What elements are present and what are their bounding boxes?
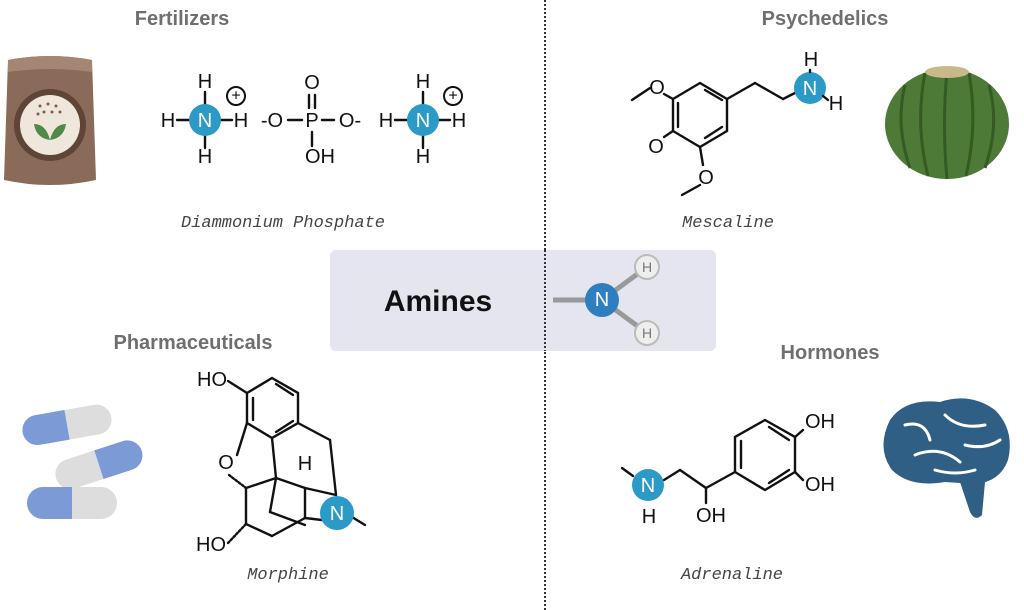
fertilizers-title: Fertilizers [135,8,229,30]
atom-label: H [829,93,843,115]
brain-icon [883,398,1010,518]
atom-label: OH [696,505,726,527]
atom-label: H [234,110,248,132]
adrenaline-caption: Adrenaline [680,566,783,585]
mescaline-caption: Mescaline [682,214,774,233]
atom-label: N [641,475,655,497]
atom-label: H [452,110,466,132]
amines-title: Amines [384,285,492,318]
psychedelics-title: Psychedelics [762,8,889,30]
amine-ball-model: N H H [553,254,660,346]
adrenaline-structure: N H OH OH OH [620,411,835,528]
atom-label: N [416,110,430,132]
atom-label: P [305,110,318,132]
atom-label: N [803,78,817,100]
hormones-title: Hormones [781,342,880,364]
atom-label: H [198,146,212,168]
atom-label: H [804,49,818,71]
atom-label: HO [196,534,226,556]
atom-label: O [304,72,320,94]
atom-label: O [648,136,664,158]
atom-label: N [595,289,609,311]
atom-label: N [330,503,344,525]
fertilizer-bag-icon [4,56,96,185]
amines-box: Amines N H H [330,250,716,351]
atom-label: O [649,77,665,99]
pills-icon [22,404,143,519]
atom-label: H [379,110,393,132]
atom-label: + [231,88,240,105]
morphine-structure: HO O H N HO [196,369,367,556]
atom-label: N [198,110,212,132]
mescaline-structure: O O O N H H [630,49,843,197]
atom-label: O [698,167,714,189]
pharmaceuticals-title: Pharmaceuticals [114,332,273,354]
atom-label: H [198,71,212,93]
atom-label: OH [805,411,835,433]
atom-label: -O [261,110,283,132]
cactus-icon [885,66,1009,180]
atom-label: O [218,452,234,474]
diammonium-phosphate-structure: H H N H H + O -O P O- OH H H N H H + [161,71,466,168]
atom-label: OH [305,146,335,168]
atom-label: H [642,325,652,341]
atom-label: O- [339,110,361,132]
atom-label: H [416,146,430,168]
dap-caption: Diammonium Phosphate [181,214,385,233]
atom-label: H [298,453,312,475]
morphine-caption: Morphine [247,566,329,585]
atom-label: H [642,259,652,275]
atom-label: H [416,71,430,93]
atom-label: OH [805,474,835,496]
atom-label: H [161,110,175,132]
atom-label: HO [197,369,227,391]
atom-label: H [642,506,656,528]
atom-label: + [448,88,457,105]
